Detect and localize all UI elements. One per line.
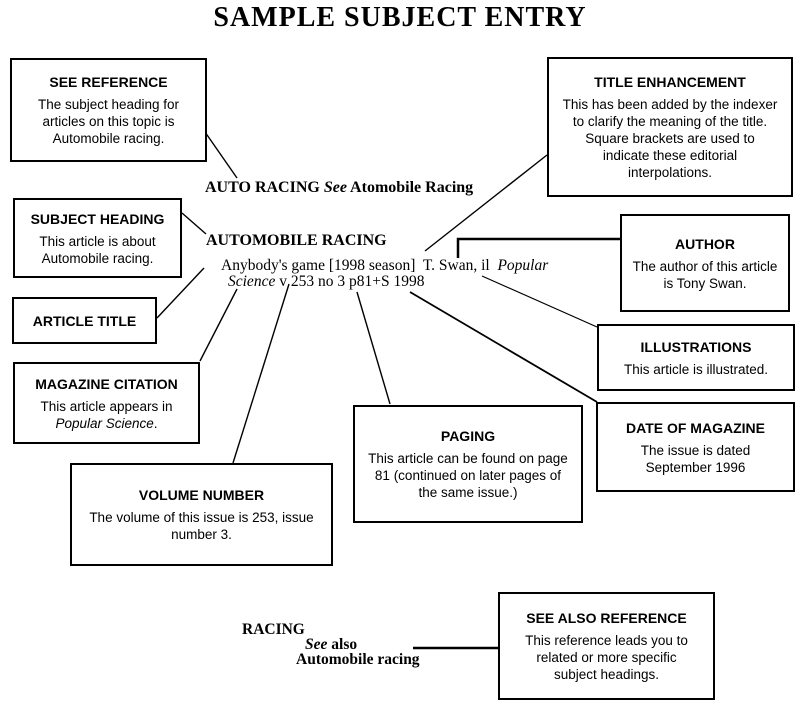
- callout-title-enhancement-body: This has been added by the indexer to cl…: [562, 97, 778, 180]
- volume-paging-date-text: v 253 no 3 p81+S 1998: [275, 273, 425, 290]
- cross-reference-entry: AUTO RACING See Atomobile Racing: [205, 179, 473, 197]
- paging-connector: [356, 291, 391, 405]
- callout-subject-heading-title: SUBJECT HEADING: [30, 210, 165, 227]
- magazine-citation-connector: [199, 288, 238, 362]
- magazine-name-part1: Popular: [497, 257, 549, 274]
- callout-paging-body: This article can be found on page 81 (co…: [368, 451, 568, 500]
- subject-heading-connector: [181, 212, 207, 235]
- callout-date-of-magazine-title: DATE OF MAGAZINE: [626, 419, 765, 436]
- callout-title-enhancement: TITLE ENHANCEMENT This has been added by…: [547, 57, 793, 197]
- callout-illustrations-title: ILLUSTRATIONS: [640, 338, 752, 355]
- callout-volume-number-title: VOLUME NUMBER: [138, 487, 265, 503]
- title-enhancement-connector: [424, 154, 548, 252]
- volume-number-connector: [232, 283, 290, 464]
- callout-author-title: AUTHOR: [675, 235, 735, 252]
- callout-see-reference-body: The subject heading for articles on this…: [37, 97, 180, 146]
- cross-reference-target: Atomobile Racing: [346, 179, 474, 196]
- magazine-name-part2: Science: [228, 273, 276, 290]
- callout-date-of-magazine-body: The issue is dated September 1996: [640, 442, 751, 475]
- callout-author-body: The author of this article is Tony Swan.: [632, 258, 778, 291]
- callout-date-of-magazine: DATE OF MAGAZINE The issue is dated Sept…: [596, 402, 795, 492]
- see-also-see-word: See: [305, 636, 328, 653]
- magazine-citation-italic: Popular Science: [55, 415, 154, 431]
- citation-line-1: Anybody's game [1998 season] T. Swan, il…: [221, 257, 548, 275]
- author-connector: [456, 237, 620, 258]
- see-word: See: [323, 179, 347, 196]
- callout-magazine-citation-title: MAGAZINE CITATION: [35, 375, 178, 392]
- callout-subject-heading: SUBJECT HEADING This article is about Au…: [13, 198, 182, 278]
- callout-illustrations-body: This article is illustrated.: [623, 361, 769, 377]
- see-also-also-word: also: [327, 636, 358, 653]
- see-also-target: Automobile racing: [296, 651, 420, 668]
- callout-subject-heading-body: This article is about Automobile racing.: [39, 233, 156, 266]
- callout-see-reference-title: SEE REFERENCE: [49, 74, 168, 90]
- article-title-text: Anybody's game [1998 season] T. Swan, il: [221, 257, 498, 274]
- see-also-words: See also: [305, 636, 357, 654]
- cross-reference-term: AUTO RACING: [205, 179, 324, 196]
- see-also-term: RACING: [242, 621, 305, 638]
- date-of-magazine-connector: [409, 291, 598, 403]
- callout-title-enhancement-title: TITLE ENHANCEMENT: [594, 74, 746, 90]
- callout-article-title: ARTICLE TITLE: [12, 297, 157, 344]
- callout-illustrations: ILLUSTRATIONS This article is illustrate…: [597, 324, 795, 391]
- callout-see-reference: SEE REFERENCE The subject heading for ar…: [10, 58, 207, 162]
- callout-paging: PAGING This article can be found on page…: [353, 405, 583, 523]
- callout-paging-title: PAGING: [440, 428, 496, 444]
- illustrations-connector: [481, 275, 598, 328]
- callout-article-title-title: ARTICLE TITLE: [32, 312, 137, 329]
- callout-see-also-reference-title: SEE ALSO REFERENCE: [526, 610, 687, 626]
- citation-line-2: Science v 253 no 3 p81+S 1998: [228, 273, 424, 291]
- callout-magazine-citation: MAGAZINE CITATION This article appears i…: [13, 362, 200, 444]
- callout-author: AUTHOR The author of this article is Ton…: [620, 214, 790, 312]
- callout-volume-number-body: The volume of this issue is 253, issue n…: [89, 510, 314, 542]
- callout-see-also-reference: SEE ALSO REFERENCE This reference leads …: [498, 592, 715, 700]
- subject-heading-entry: AUTOMOBILE RACING: [206, 232, 387, 249]
- page-title: SAMPLE SUBJECT ENTRY: [213, 2, 587, 33]
- article-title-connector: [156, 267, 205, 319]
- callout-volume-number: VOLUME NUMBER The volume of this issue i…: [70, 463, 333, 566]
- callout-see-also-reference-body: This reference leads you to related or m…: [525, 633, 688, 682]
- see-reference-connector: [204, 131, 238, 179]
- callout-magazine-citation-body: This article appears in Popular Science.: [40, 398, 173, 431]
